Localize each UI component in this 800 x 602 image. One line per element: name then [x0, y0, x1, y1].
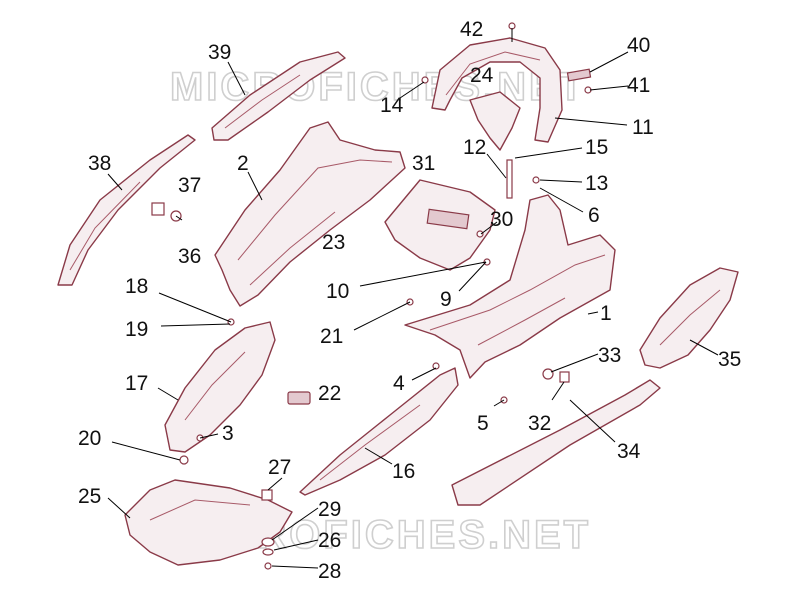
- part-11-grab-handle: [431, 37, 563, 143]
- callout-42: 42: [460, 18, 483, 41]
- callout-40: 40: [627, 34, 650, 57]
- callout-labels: 42 40 39 24 41 14 11 12 15 38 2 31 13 37…: [78, 18, 741, 583]
- callout-33: 33: [598, 344, 621, 367]
- callout-18: 18: [125, 275, 148, 298]
- callout-25: 25: [78, 485, 101, 508]
- callout-11: 11: [632, 116, 654, 139]
- callout-22: 22: [318, 382, 341, 405]
- callout-2: 2: [237, 152, 249, 175]
- callout-34: 34: [617, 440, 641, 463]
- watermark-top: MICROFICHES.NET: [170, 65, 586, 109]
- callout-32: 32: [528, 412, 551, 435]
- callout-30: 30: [490, 208, 513, 231]
- part-35-footrest: [639, 267, 739, 369]
- callout-27: 27: [268, 456, 291, 479]
- callout-15: 15: [585, 136, 608, 159]
- callout-5: 5: [477, 412, 489, 435]
- callout-4: 4: [393, 372, 405, 395]
- part-22-block: [287, 391, 311, 405]
- part-12-bolt: [506, 159, 513, 199]
- callout-29: 29: [318, 498, 341, 521]
- callout-1: 1: [600, 302, 612, 325]
- part-40-badge: [566, 68, 592, 82]
- callout-23: 23: [322, 231, 345, 254]
- part-1-main-side-body: [404, 194, 616, 379]
- callout-20: 20: [78, 427, 101, 450]
- callout-39: 39: [208, 41, 231, 64]
- callout-37: 37: [178, 174, 201, 197]
- callout-21: 21: [320, 325, 343, 348]
- part-2-rear-side-panel: [214, 121, 406, 307]
- callout-14: 14: [380, 94, 404, 117]
- callout-16: 16: [392, 460, 415, 483]
- callout-38: 38: [88, 152, 111, 175]
- part-34-floor-strip: [451, 379, 661, 506]
- callout-35: 35: [718, 348, 741, 371]
- leader-lines: [107, 28, 719, 569]
- callout-24: 24: [470, 64, 494, 87]
- callout-12: 12: [463, 136, 486, 159]
- callout-28: 28: [318, 560, 341, 583]
- callout-19: 19: [125, 318, 148, 341]
- part-24-handle-cover: [469, 91, 521, 151]
- callout-10: 10: [326, 280, 349, 303]
- callout-36: 36: [178, 245, 201, 268]
- callout-3: 3: [222, 422, 234, 445]
- part-23-tray: [384, 179, 496, 271]
- callout-6: 6: [588, 204, 600, 227]
- part-17-lower-panel: [164, 321, 276, 453]
- callout-9: 9: [440, 288, 452, 311]
- callout-17: 17: [125, 372, 148, 395]
- part-16-lower-strip: [299, 367, 459, 496]
- callout-26: 26: [318, 529, 341, 552]
- callout-13: 13: [585, 172, 608, 195]
- part-37-clip: [151, 202, 165, 216]
- callout-41: 41: [627, 74, 650, 97]
- part-39-rear-rail: [211, 51, 346, 141]
- part-38-side-strip: [57, 134, 196, 286]
- part-25-floor-mat: [124, 479, 293, 566]
- callout-31: 31: [412, 152, 435, 175]
